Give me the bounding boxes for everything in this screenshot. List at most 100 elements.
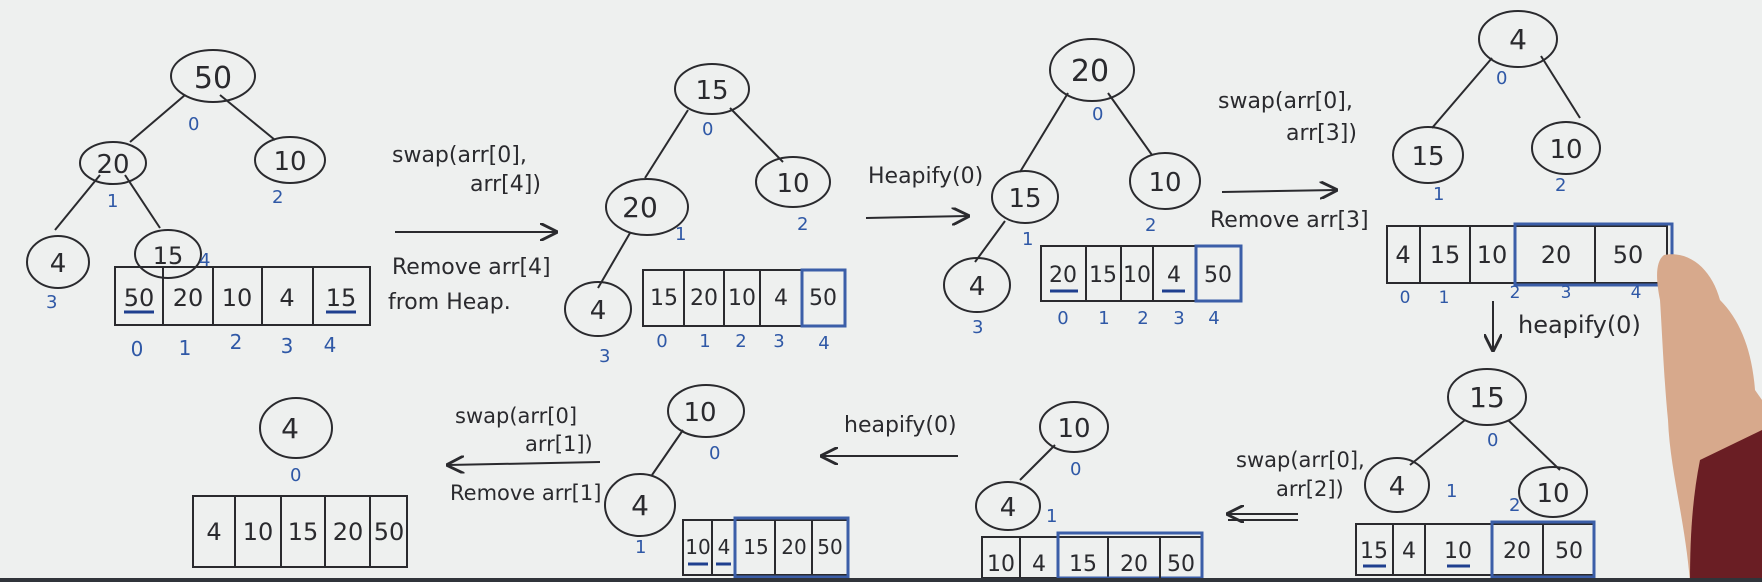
tree-node: 15: [674, 63, 750, 115]
heapify-caption: heapify(0): [844, 413, 957, 438]
array-cell: 20: [173, 284, 204, 312]
step-1-annotation: swap(arr[0], arr[4]) Remove arr[4] from …: [388, 143, 556, 315]
array-cell: 50: [1167, 552, 1195, 577]
node-value: 15: [1411, 142, 1444, 172]
swap-caption: arr[2]): [1276, 477, 1344, 501]
array-7: 10 4 15 20 50: [682, 516, 850, 579]
array-cell: 50: [817, 535, 842, 559]
array-2: 15 20 10 4 50 0 1 2 3 4: [642, 268, 847, 354]
node-index: 3: [599, 346, 610, 367]
tree-edge: [1431, 57, 1493, 129]
array-index: 0: [1057, 308, 1068, 329]
tree-node: 20: [1049, 38, 1135, 102]
array-index: 1: [699, 331, 710, 352]
array-cell: 4: [1167, 263, 1181, 288]
tree-node: 10: [755, 156, 831, 208]
node-index: 1: [635, 537, 646, 558]
step-arrow: [1221, 190, 1336, 192]
sorted-region: [1194, 244, 1243, 303]
array-cell: 50: [124, 284, 155, 312]
node-index: 0: [702, 119, 713, 140]
node-value: 4: [1389, 472, 1406, 502]
tree-edge: [1019, 444, 1056, 481]
tree-4: [1431, 55, 1581, 129]
step-5-annotation: swap(arr[0], arr[2]): [1228, 448, 1365, 520]
node-index: 0: [1487, 430, 1498, 451]
array-cell: 15: [326, 284, 357, 312]
swap-caption: arr[3]): [1286, 121, 1357, 146]
node-index: 0: [1070, 459, 1081, 480]
array-1: 50 20 10 4 15 0 1 2 3 4: [114, 266, 371, 361]
array-index: 3: [281, 334, 294, 358]
node-value: 20: [1071, 54, 1109, 89]
node-value: 4: [50, 249, 67, 279]
array-index: 1: [1098, 308, 1109, 329]
swap-caption: swap(arr[0],: [392, 143, 527, 168]
tree-node: 15: [1447, 368, 1527, 426]
presenter-hand: [1657, 254, 1762, 582]
array-cell: 20: [1541, 241, 1572, 269]
tree-edge: [124, 174, 161, 229]
node-value: 20: [96, 150, 129, 180]
node-value: 4: [1000, 493, 1017, 523]
node-index: 0: [1092, 104, 1103, 125]
tree-node: 10: [1039, 401, 1109, 453]
array-cell: 15: [1430, 241, 1461, 269]
tree-node: 10: [1518, 466, 1588, 518]
array-index: 1: [179, 336, 192, 360]
array-cell: 15: [1089, 263, 1117, 288]
tree-node: 10: [1531, 121, 1601, 175]
node-index: 3: [972, 317, 983, 338]
node-index: 0: [1496, 68, 1507, 89]
step-6-annotation: heapify(0): [822, 413, 958, 456]
tree-edge: [644, 109, 689, 179]
tree-node: 4: [604, 473, 676, 537]
array-index: 4: [324, 333, 337, 357]
node-value: 10: [683, 398, 716, 428]
swap-caption: arr[1]): [525, 432, 593, 456]
tree-node: 15: [991, 170, 1059, 224]
tree-node: 4: [943, 257, 1011, 313]
tree-edge: [651, 429, 684, 476]
heapify-caption: Heapify(0): [868, 164, 983, 189]
array-cell: 10: [222, 284, 253, 312]
array-cell: 20: [781, 535, 806, 559]
tree-node: 10: [254, 136, 326, 184]
array-8: 4 10 15 20 50: [192, 495, 408, 568]
array-cell: 20: [1503, 539, 1531, 564]
array-cell: 50: [1613, 241, 1644, 269]
tree-node: 50: [170, 49, 256, 103]
tree-edge: [1409, 419, 1466, 466]
step-3-annotation: swap(arr[0], arr[3]) Remove arr[3]: [1210, 89, 1369, 233]
video-progress-bar: [0, 578, 1762, 582]
node-value: 4: [1509, 23, 1527, 56]
array-cell: 15: [288, 518, 319, 546]
tree-edge: [1540, 55, 1581, 119]
array-index: 1: [1439, 288, 1450, 308]
heapify-caption: heapify(0): [1518, 311, 1641, 339]
array-index: 3: [1561, 283, 1572, 303]
swap-caption: swap(arr[0],: [1218, 89, 1353, 114]
node-value: 10: [1549, 135, 1582, 165]
tree-3: [974, 92, 1153, 263]
array-index: 4: [1631, 283, 1642, 303]
node-index: 1: [1433, 184, 1444, 205]
tree-6: [1019, 444, 1056, 481]
tree-edge: [1107, 92, 1153, 156]
tree-node: 15: [134, 229, 202, 279]
tree-edge: [54, 174, 101, 231]
swap-caption: arr[4]): [470, 172, 541, 197]
array-cell: 15: [1360, 539, 1388, 564]
array-cell: 20: [333, 518, 364, 546]
tree-node: 4: [259, 397, 333, 459]
node-index: 2: [1555, 175, 1566, 196]
tree-edge: [1019, 92, 1069, 173]
array-index: 0: [131, 337, 144, 361]
remove-caption: Remove arr[1]: [450, 481, 601, 505]
node-index: 2: [1145, 215, 1156, 236]
node-value: 10: [1057, 414, 1090, 444]
node-index: 1: [1022, 229, 1033, 250]
array-cell: 4: [1032, 552, 1046, 577]
array-4: 4 15 10 20 50 0 1 2 3 4: [1386, 222, 1674, 308]
